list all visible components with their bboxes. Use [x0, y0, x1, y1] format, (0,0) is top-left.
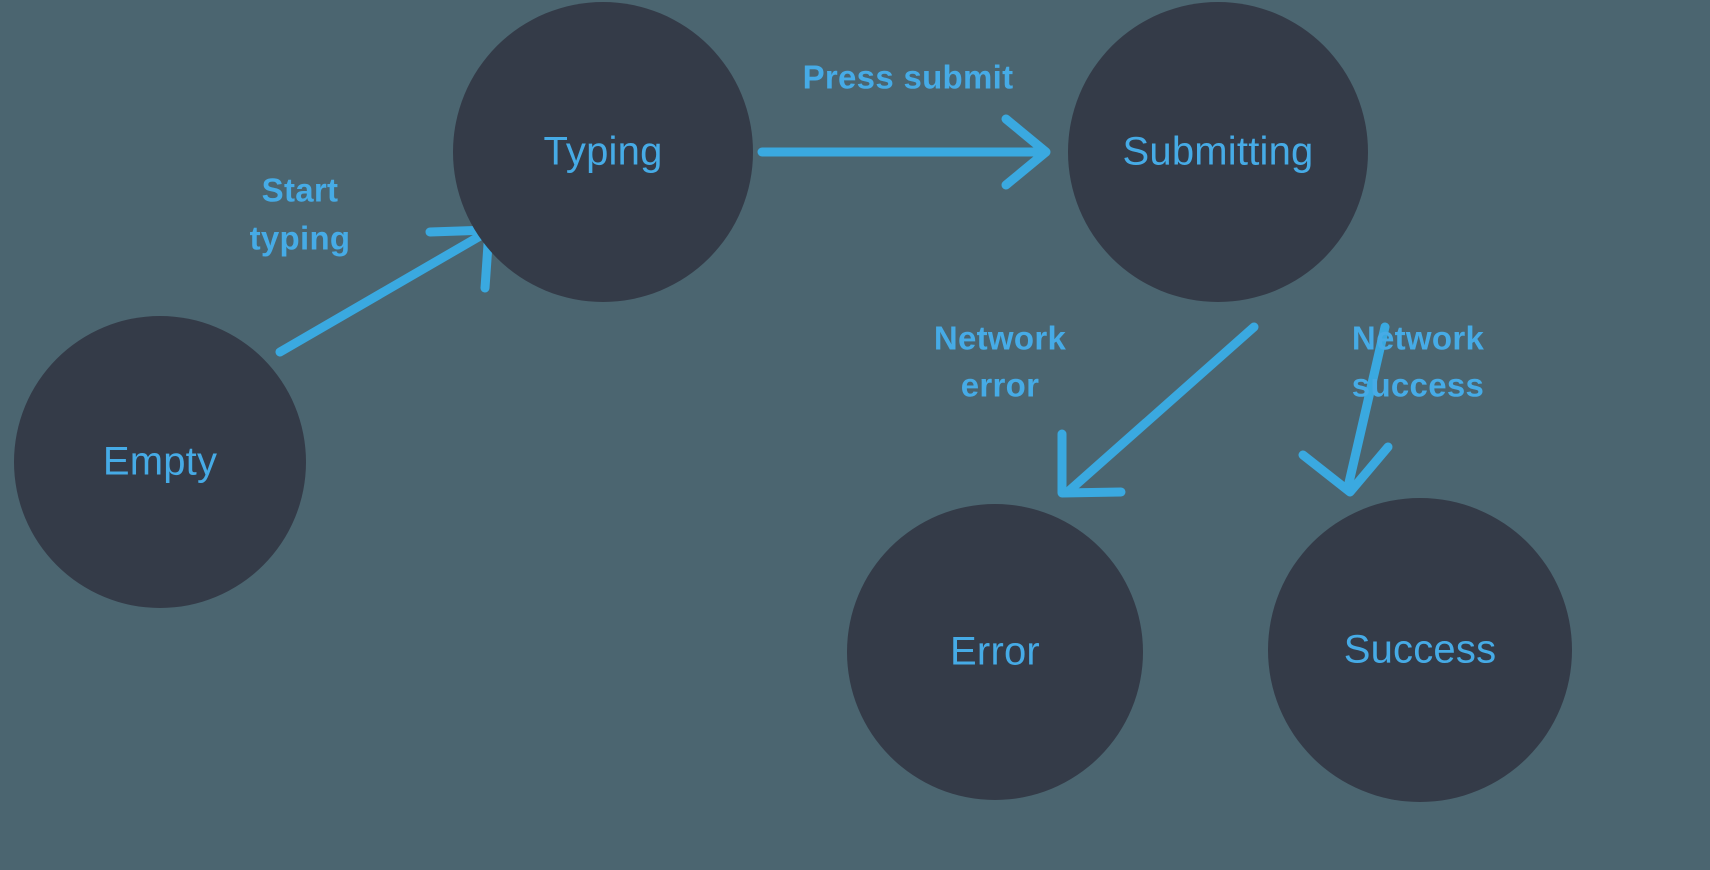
node-empty[interactable]: Empty	[14, 316, 306, 608]
edge-submitting-to-error	[1057, 322, 1259, 498]
node-typing[interactable]: Typing	[453, 2, 753, 302]
node-empty-label: Empty	[103, 440, 217, 484]
edge-label-network-error-line2: error	[961, 367, 1040, 404]
node-error-circle[interactable]	[847, 504, 1143, 800]
edge-label-network-success-line2: success	[1352, 367, 1484, 404]
node-submitting[interactable]: Submitting	[1068, 2, 1368, 302]
node-submitting-circle[interactable]	[1068, 2, 1368, 302]
node-success-label: Success	[1344, 628, 1497, 672]
edge-typing-to-submitting	[757, 114, 1051, 190]
node-typing-circle[interactable]	[453, 2, 753, 302]
edge-submitting-to-error-arrowhead	[1057, 429, 1126, 498]
edge-typing-to-submitting-arrowhead	[1001, 114, 1051, 190]
edge-submitting-to-success-line	[1343, 322, 1390, 492]
edge-label-start-typing-line1: Start	[262, 172, 339, 209]
edge-label-press-submit: Press submit	[803, 59, 1014, 96]
edge-submitting-to-error-line	[1065, 322, 1259, 495]
edge-submitting-to-success-arrowhead	[1298, 442, 1393, 497]
node-submitting-label: Submitting	[1123, 130, 1314, 174]
node-error[interactable]: Error	[847, 504, 1143, 800]
node-typing-label: Typing	[543, 130, 662, 174]
node-error-label: Error	[950, 630, 1040, 674]
edge-label-network-error: Network error	[934, 320, 1067, 404]
edge-label-network-success-line1: Network	[1352, 320, 1485, 357]
node-success[interactable]: Success	[1268, 498, 1572, 802]
node-empty-circle[interactable]	[14, 316, 306, 608]
node-success-circle[interactable]	[1268, 498, 1572, 802]
edge-label-start-typing-line2: typing	[250, 220, 351, 257]
edge-label-network-error-line1: Network	[934, 320, 1067, 357]
edge-label-network-success: Network success	[1352, 320, 1485, 404]
edge-label-press-submit-line1: Press submit	[803, 59, 1014, 96]
edge-submitting-to-success	[1298, 322, 1393, 497]
edge-empty-to-typing-line	[275, 227, 492, 357]
edge-label-start-typing: Start typing	[250, 172, 351, 257]
